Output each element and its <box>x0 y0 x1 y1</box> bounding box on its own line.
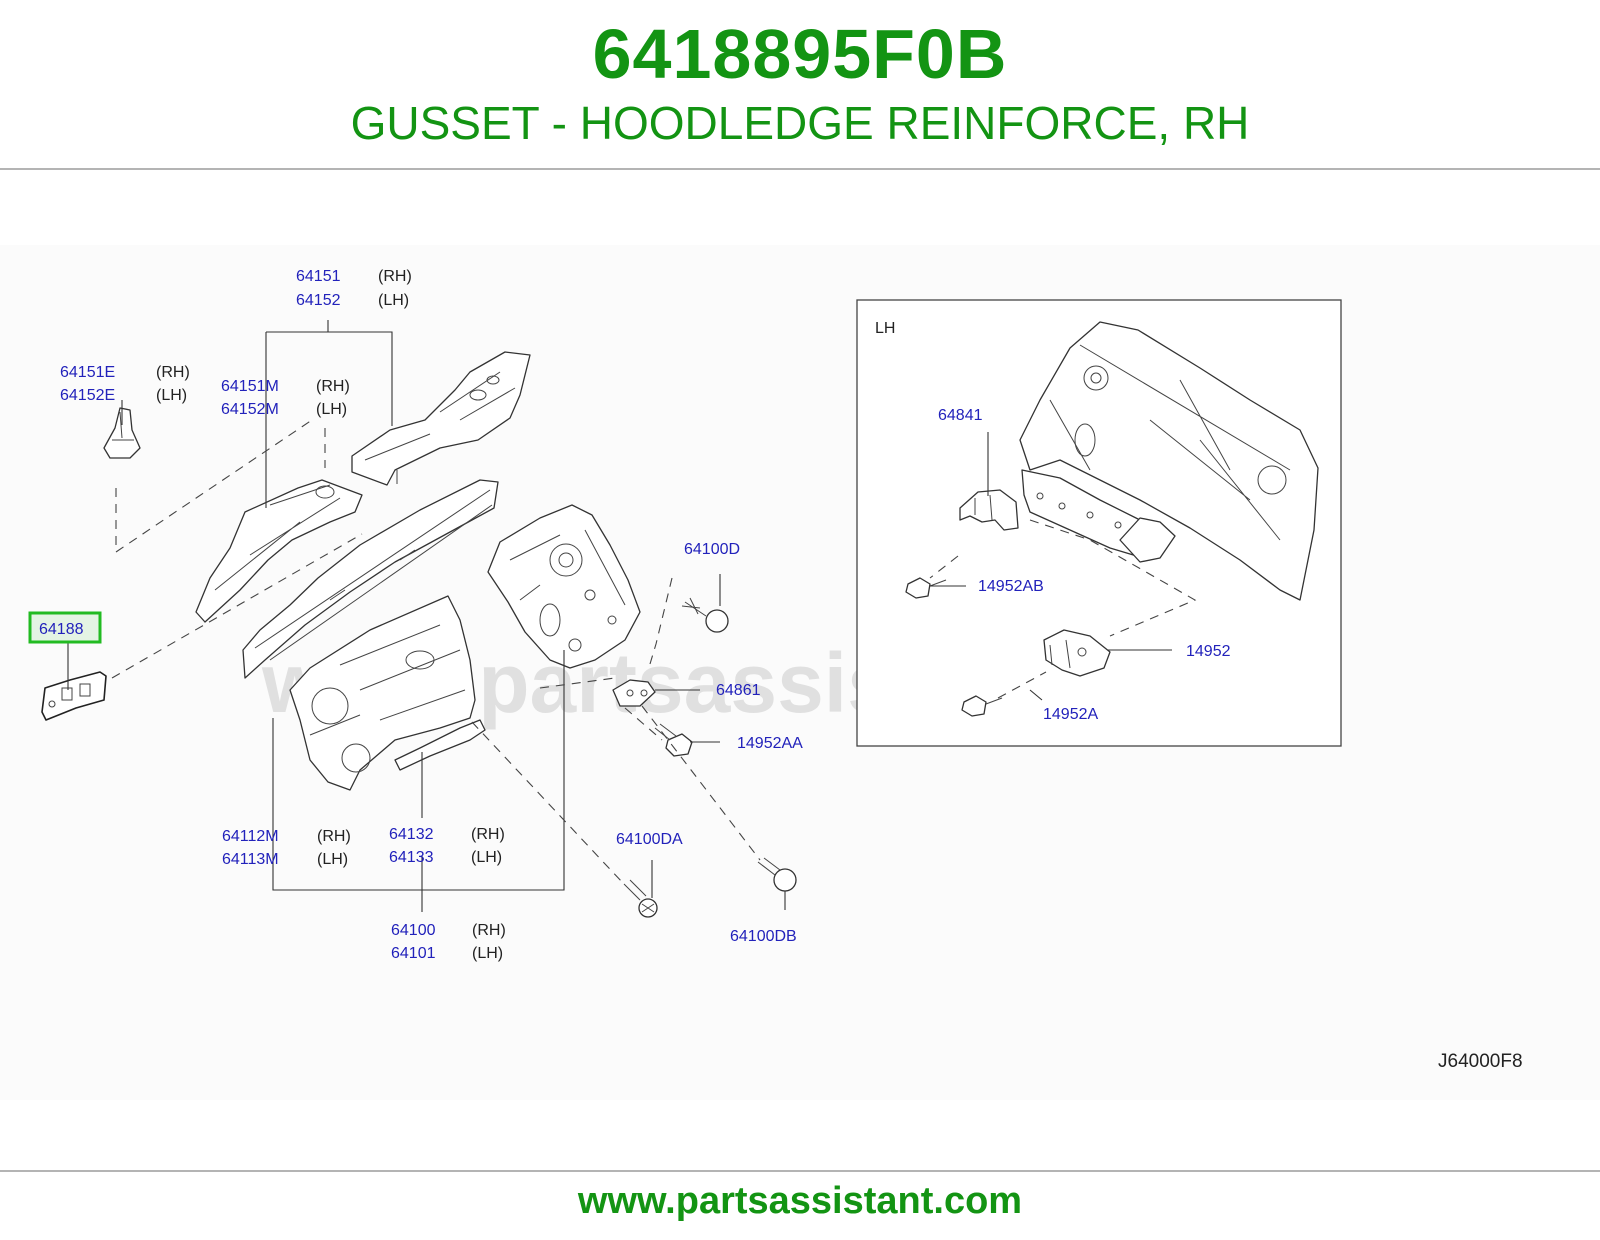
callout-64112M-group: 64112M (RH) 64113M (LH) <box>222 828 351 868</box>
callout-14952AA: 14952AA <box>737 735 803 752</box>
callout-64132-group: 64132 (RH) 64133 (LH) <box>389 826 505 866</box>
part-64100-strut-tower[interactable] <box>487 504 641 669</box>
callout-64861: 64861 <box>716 682 761 699</box>
part-64188-gusset[interactable] <box>41 671 107 721</box>
bolt-14952AA[interactable] <box>654 723 693 757</box>
callout-64151-group: 64151 (RH) 64152 (LH) <box>296 268 412 309</box>
diagram-code: J64000F8 <box>1438 1051 1523 1072</box>
svg-text:64152E: 64152E <box>60 387 115 404</box>
part-64112M-hoodledge[interactable] <box>289 595 476 791</box>
callout-64188-highlighted[interactable]: 64188 <box>28 611 102 644</box>
svg-text:64152: 64152 <box>296 292 341 309</box>
svg-text:64151: 64151 <box>296 268 341 285</box>
inset-body-structure <box>1019 321 1319 601</box>
svg-text:64112M: 64112M <box>222 828 279 845</box>
svg-text:(LH): (LH) <box>156 387 187 404</box>
svg-text:(RH): (RH) <box>156 364 190 381</box>
part-description: GUSSET - HOODLEDGE REINFORCE, RH <box>350 97 1250 149</box>
inset-title: LH <box>875 320 895 337</box>
clip-64100DB[interactable] <box>757 857 797 892</box>
svg-text:(LH): (LH) <box>471 849 502 866</box>
callout-64100DB: 64100DB <box>730 928 797 945</box>
part-64151E-bracket[interactable] <box>103 407 141 459</box>
svg-text:(RH): (RH) <box>378 268 412 285</box>
part-64151M-extension[interactable] <box>195 479 363 623</box>
svg-text:64132: 64132 <box>389 826 434 843</box>
svg-text:64113M: 64113M <box>222 851 279 868</box>
callout-64100DA: 64100DA <box>616 831 683 848</box>
bracket-14952[interactable] <box>1043 629 1111 677</box>
inset-lh-view: LH <box>856 299 1342 747</box>
svg-text:(LH): (LH) <box>378 292 409 309</box>
svg-text:(LH): (LH) <box>316 401 347 418</box>
part-64841-bracket[interactable] <box>959 489 1019 531</box>
svg-text:(RH): (RH) <box>472 922 506 939</box>
callout-64841: 64841 <box>938 407 983 424</box>
svg-text:(RH): (RH) <box>316 378 350 395</box>
callout-64151M-group: 64151M (RH) 64152M (LH) <box>221 378 350 418</box>
footer-divider <box>0 1170 1600 1172</box>
bolt-14952A[interactable] <box>961 695 1003 717</box>
bolt-14952AB[interactable] <box>905 577 947 599</box>
callout-64100D: 64100D <box>684 541 740 558</box>
screw-64100DA[interactable] <box>623 879 658 918</box>
leader-lines <box>67 320 786 912</box>
callout-64151E-group: 64151E (RH) 64152E (LH) <box>60 364 190 404</box>
svg-text:64101: 64101 <box>391 945 436 962</box>
footer-url[interactable]: www.partsassistant.com <box>577 1180 1023 1222</box>
svg-text:(LH): (LH) <box>317 851 348 868</box>
part-64100-apron-member[interactable] <box>242 479 499 679</box>
svg-text:(RH): (RH) <box>317 828 351 845</box>
svg-text:64188: 64188 <box>39 621 84 638</box>
svg-text:(LH): (LH) <box>472 945 503 962</box>
bracket-64861[interactable] <box>612 679 656 707</box>
part-number-title: 6418895F0B <box>592 15 1008 93</box>
svg-text:(RH): (RH) <box>471 826 505 843</box>
callout-14952A: 14952A <box>1043 706 1098 723</box>
clip-64100D[interactable] <box>681 597 729 633</box>
svg-text:64151M: 64151M <box>221 378 279 395</box>
header-divider <box>0 168 1600 170</box>
callout-14952AB: 14952AB <box>978 578 1044 595</box>
svg-text:64100: 64100 <box>391 922 436 939</box>
svg-text:64133: 64133 <box>389 849 434 866</box>
svg-text:64152M: 64152M <box>221 401 279 418</box>
part-64132-reinforce[interactable] <box>394 719 486 771</box>
callout-14952: 14952 <box>1186 643 1231 660</box>
assembly-dashed-lines <box>111 419 761 883</box>
svg-text:64151E: 64151E <box>60 364 115 381</box>
part-64151-upper-rail[interactable] <box>351 351 531 486</box>
callout-64100-group: 64100 (RH) 64101 (LH) <box>391 922 506 962</box>
